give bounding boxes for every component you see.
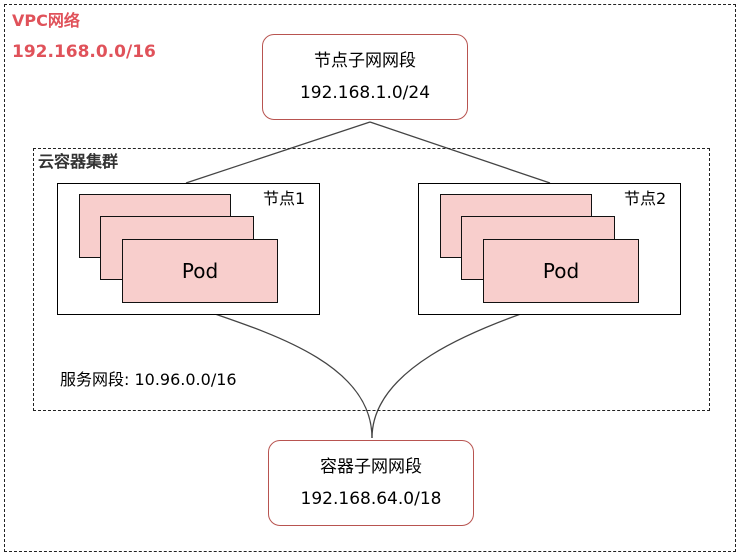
link-node-subnet-node1 <box>185 121 371 184</box>
cluster-label: 云容器集群 <box>38 152 119 171</box>
node-subnet-box[interactable]: 节点子网网段 192.168.1.0/24 <box>262 34 468 120</box>
pod-label: Pod <box>181 259 219 283</box>
vpc-boundary <box>4 4 736 552</box>
node-1-label: 节点1 <box>263 189 306 208</box>
pod-node-2[interactable]: Pod <box>483 239 639 303</box>
node-subnet-title: 节点子网网段 <box>314 51 416 71</box>
cluster-boundary <box>33 148 710 411</box>
pod-subnet-cidr: 192.168.64.0/18 <box>300 489 442 509</box>
node-2-label: 节点2 <box>624 189 667 208</box>
pod-subnet-box[interactable]: 容器子网网段 192.168.64.0/18 <box>268 440 474 526</box>
pod-subnet-title: 容器子网网段 <box>320 457 422 477</box>
pod-node-1[interactable]: Pod <box>122 239 278 303</box>
pod-label: Pod <box>542 259 580 283</box>
node-subnet-cidr: 192.168.1.0/24 <box>299 83 431 103</box>
vpc-cidr: 192.168.0.0/16 <box>12 42 156 62</box>
link-node-subnet-node2 <box>369 121 551 184</box>
vpc-label: VPC网络 <box>12 11 80 30</box>
service-cidr-label: 服务网段: 10.96.0.0/16 <box>60 370 237 389</box>
